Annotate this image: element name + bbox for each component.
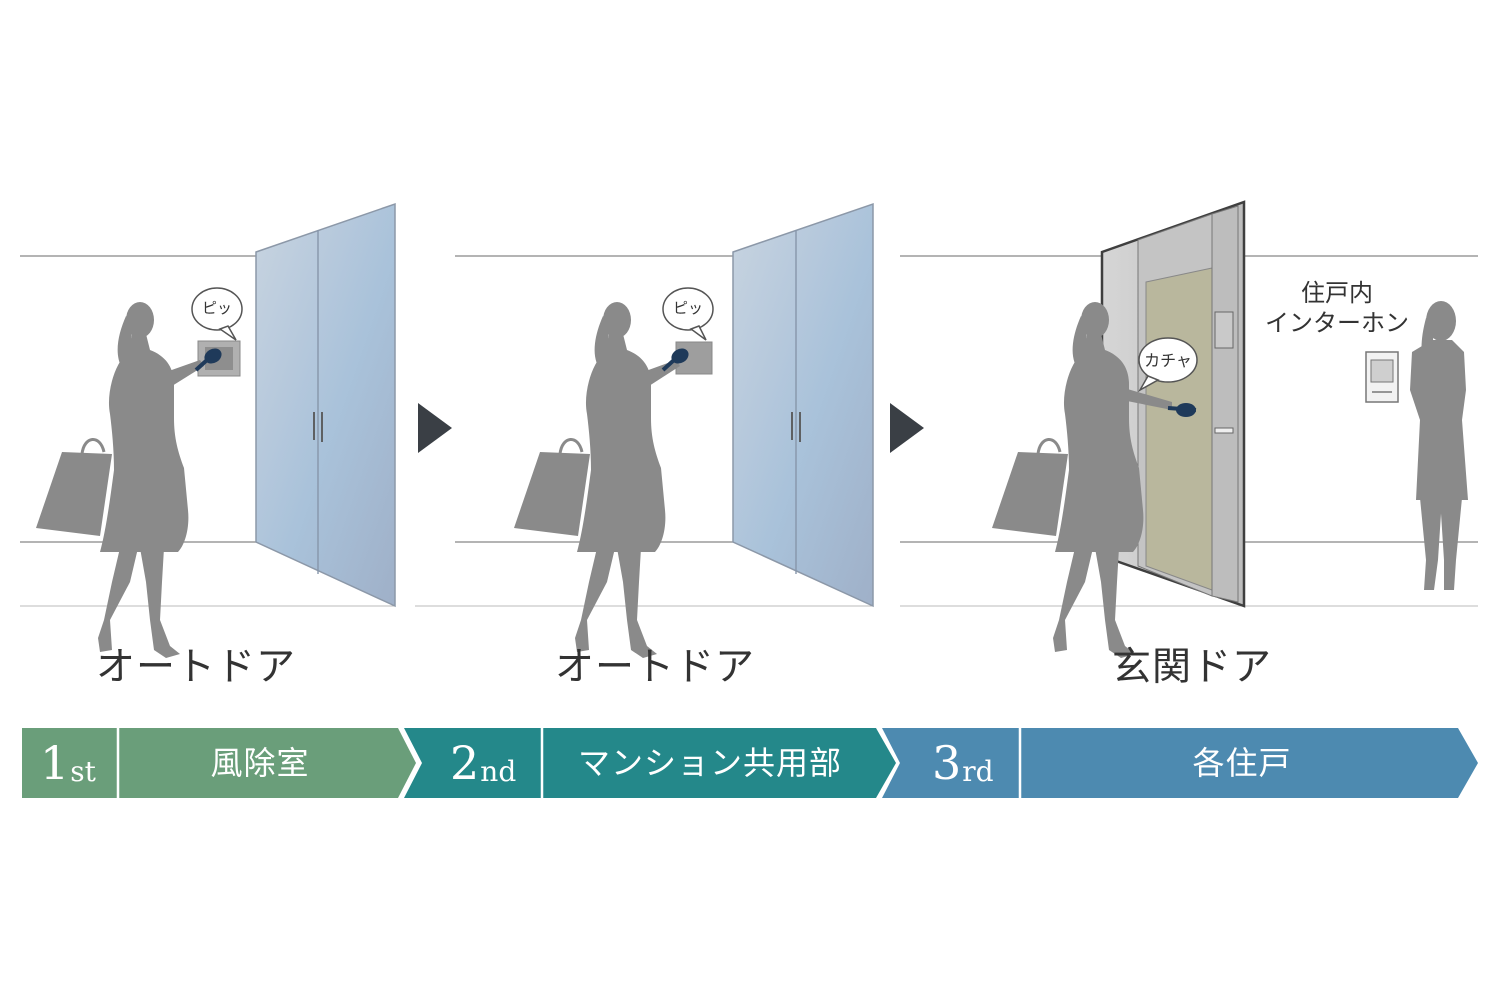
next-arrow-1 — [418, 403, 452, 453]
step-2-digit: 2 — [450, 736, 480, 790]
next-arrow-2 — [890, 403, 924, 453]
speech-bubble-3 — [1138, 337, 1198, 392]
key-icon-3 — [1167, 403, 1197, 417]
intercom-label-line1: 住戸内 — [1301, 279, 1373, 307]
intercom-label-line2: インターホン — [1265, 309, 1409, 337]
auto-door-1 — [255, 202, 396, 608]
step-2-suffix: nd — [480, 755, 517, 788]
panel-1 — [20, 202, 396, 658]
shopping-bag-3 — [992, 452, 1068, 536]
step-3-digit: 3 — [932, 736, 962, 790]
woman-silhouette-2 — [575, 302, 666, 658]
caption-panel-1: オートドア — [95, 645, 296, 690]
bubble-text-3: カチャ — [1144, 351, 1192, 370]
panel-2 — [415, 202, 874, 658]
step-2-area: マンション共用部 — [577, 744, 842, 782]
key-icon-2 — [661, 348, 689, 372]
step-1-number: 1st — [40, 728, 96, 798]
step-1-area: 風除室 — [210, 744, 310, 782]
bubble-text-2: ピッ — [672, 299, 703, 317]
bubble-text-1: ピッ — [201, 299, 232, 317]
speech-bubble-2 — [662, 287, 714, 341]
step-1-digit: 1 — [40, 736, 70, 790]
caption-panel-2: オートドア — [554, 645, 755, 690]
step-3-area: 各住戸 — [1192, 744, 1292, 782]
panel-3 — [900, 200, 1478, 658]
shopping-bag-1 — [36, 452, 112, 536]
step-3-suffix: rd — [962, 755, 994, 788]
step-2-number: 2nd — [450, 728, 516, 798]
resident-silhouette — [1410, 301, 1468, 590]
step-3-number: 3rd — [932, 728, 994, 798]
key-icon-1 — [194, 348, 222, 372]
intercom-icon — [1365, 351, 1399, 403]
intercom-label: 住戸内 インターホン — [1262, 278, 1412, 338]
speech-bubble-1 — [191, 287, 243, 341]
caption-panel-3: 玄関ドア — [1111, 645, 1272, 690]
entrance-door — [1145, 267, 1213, 591]
shopping-bag-2 — [514, 452, 590, 536]
woman-silhouette-1 — [98, 302, 189, 658]
auto-door-2 — [732, 202, 874, 608]
step-1-suffix: st — [70, 755, 96, 788]
